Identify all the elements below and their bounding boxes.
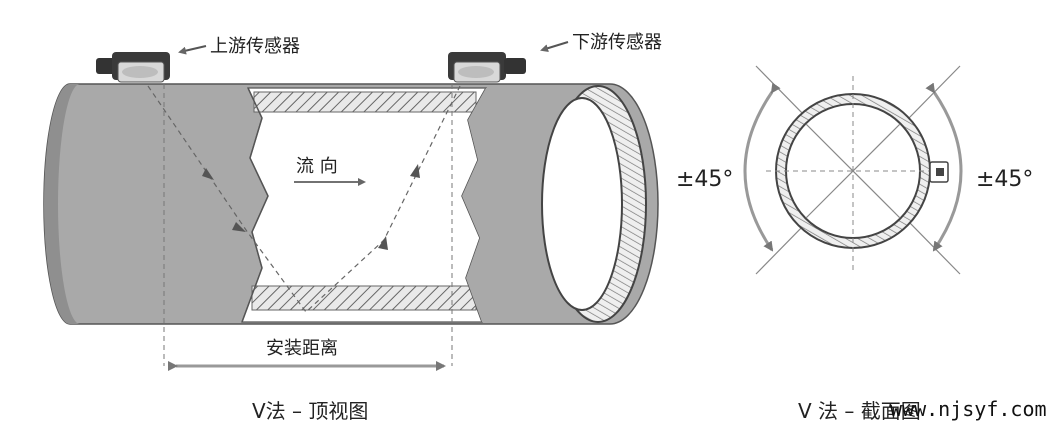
downstream-sensor-label: 下游传感器 xyxy=(572,32,662,53)
section-view-caption: V 法 – 截面图 xyxy=(798,399,921,423)
lower-wall-hatch xyxy=(251,285,477,311)
pipe-end-inner xyxy=(541,97,623,311)
section-view-diagram: ±45° ±45° V 法 – 截面图 www.njsyf.com xyxy=(676,65,1047,423)
upper-wall-hatch xyxy=(253,91,477,113)
flow-direction-label: 流 向 xyxy=(296,156,338,177)
watermark-text: www.njsyf.com xyxy=(890,397,1047,421)
install-distance-label: 安装距离 xyxy=(266,338,338,359)
downstream-callout-arrow xyxy=(540,41,569,53)
pipe-left-shade xyxy=(44,84,80,324)
angle-label-left: ±45° xyxy=(676,167,733,192)
upstream-sensor-label: 上游传感器 xyxy=(210,36,300,57)
upstream-sensor xyxy=(96,52,170,83)
section-sensor xyxy=(929,161,949,183)
top-view-caption: V法 – 顶视图 xyxy=(252,399,368,423)
left-rotation-arc xyxy=(743,82,781,252)
top-view-diagram: 上游传感器 下游传感器 流 向 安装距离 V法 – 顶视图 xyxy=(43,32,662,423)
right-rotation-arc xyxy=(925,82,963,252)
angle-label-right: ±45° xyxy=(976,167,1033,192)
downstream-sensor xyxy=(448,52,526,83)
upstream-callout-arrow xyxy=(178,45,207,55)
